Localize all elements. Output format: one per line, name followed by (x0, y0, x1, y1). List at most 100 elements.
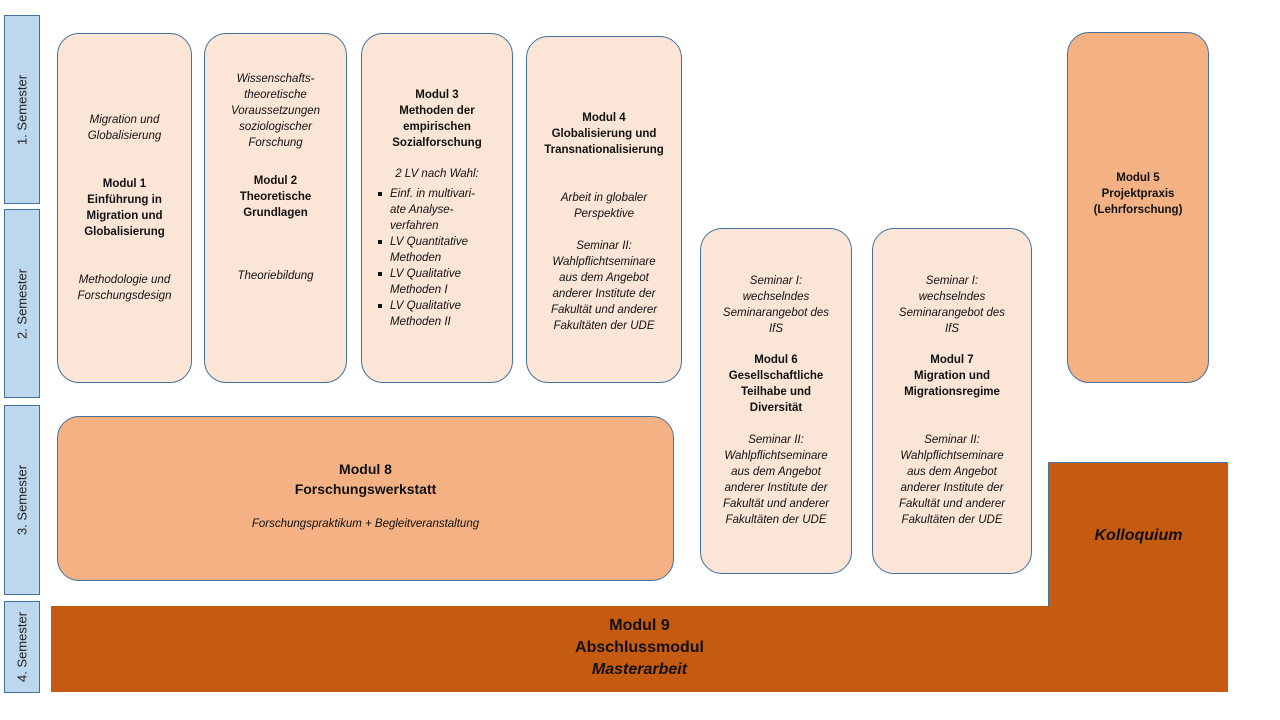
text-line: Grundlagen (243, 207, 308, 219)
text-line: Arbeit in globaler (560, 192, 648, 204)
text-line: Fakultäten der UDE (901, 514, 1003, 526)
text-line: Migrationsregime (904, 386, 1000, 398)
text-line: Migration und (913, 370, 990, 382)
text-line: Methodologie und (78, 274, 171, 286)
text-line: Methoden der (399, 105, 475, 117)
modul-8-title: Modul 8 Forschungswerkstatt (58, 459, 673, 499)
text-line: Seminar II: (576, 240, 632, 252)
text-line: Wissenschafts- (236, 73, 315, 85)
semester-3-label: 3. Semester (4, 405, 40, 595)
modul-3-course-list: Einf. in multivari- ate Analyse- verfahr… (362, 186, 512, 330)
text-line: Voraussetzungen (230, 105, 321, 117)
semester-label-text: 3. Semester (14, 464, 30, 536)
text-line: Globalisierung (84, 226, 165, 238)
text-line: Einführung in (87, 194, 162, 206)
text-line: Fakultät und anderer (550, 304, 658, 316)
text-line: Seminar I: (925, 275, 979, 287)
semester-4-label: 4. Semester (4, 601, 40, 693)
text-line: Modul 8 (339, 461, 392, 477)
text-line: Fakultät und anderer (898, 498, 1006, 510)
text-line: Theoriebildung (237, 270, 314, 282)
list-item: LV Qualitative Methoden II (378, 298, 512, 330)
semester-label-text: 2. Semester (14, 268, 30, 339)
text-line: Seminar I: (749, 275, 803, 287)
modul-8-box: Modul 8 Forschungswerkstatt Forschungspra… (57, 416, 674, 581)
text-line: soziologischer (239, 121, 312, 133)
text-line: anderer Institute der (724, 482, 828, 494)
text-line: Perspektive (573, 208, 635, 220)
text-line: Modul 3 (415, 89, 459, 101)
text-line: Forschungsdesign (77, 290, 172, 302)
modul-9-box: Modul 9 Abschlussmodul Masterarbeit (51, 606, 1228, 692)
semester-1-label: 1. Semester (4, 15, 40, 204)
text-line: Forschung (248, 137, 303, 149)
text-line: IfS (768, 323, 784, 335)
text-line: Modul 4 (582, 112, 626, 124)
text-line: Transnationalisierung (544, 144, 664, 156)
modul-9-title: Modul 9 (609, 617, 670, 634)
modul-9-subtitle: Abschlussmodul (575, 639, 704, 656)
kolloquium-label: Kolloquium (1094, 527, 1183, 544)
text-line: Modul 5 (1116, 172, 1160, 184)
list-item: LV Quantitative Methoden (378, 234, 512, 266)
text-line: Seminar II: (924, 434, 980, 446)
text-line: Fakultät und anderer (722, 498, 830, 510)
text-line: anderer Institute der (552, 288, 656, 300)
text-line: Modul 6 (754, 354, 798, 366)
text-line: Theoretische (239, 191, 312, 203)
text-line: Forschungswerkstatt (294, 481, 437, 497)
semester-2-label: 2. Semester (4, 209, 40, 398)
text-line: Wahlpflichtseminare (724, 450, 828, 462)
text-line: aus dem Angebot (559, 272, 649, 284)
text-line: Forschungspraktikum + Begleitveranstaltu… (251, 518, 480, 530)
text-line: theoretische (244, 89, 307, 101)
text-line: Gesellschaftliche (728, 370, 824, 382)
text-line: Wahlpflichtseminare (900, 450, 1004, 462)
text-line: Teilhabe und (740, 386, 812, 398)
text-line: anderer Institute der (900, 482, 1004, 494)
modul-8-subtitle: Forschungspraktikum + Begleitveranstaltu… (58, 516, 673, 532)
text-line: Migration und (86, 210, 163, 222)
text-line: Modul 7 (930, 354, 974, 366)
text-line: Seminarangebot des (722, 307, 830, 319)
modul-6-seminar-2: Seminar II: Wahlpflichtseminare aus dem An… (701, 432, 851, 528)
kolloquium-box: Kolloquium (1048, 462, 1228, 608)
list-item: LV Qualitative Methoden I (378, 266, 512, 298)
text-line: Migration und (89, 114, 160, 126)
text-line: Globalisierung (87, 130, 162, 142)
text-line: Fakultäten der UDE (553, 320, 655, 332)
text-line: wechselndes (918, 291, 986, 303)
list-item: Einf. in multivari- ate Analyse- verfahr… (378, 186, 512, 234)
text-line: Seminar II: (748, 434, 804, 446)
modul-3-intro: 2 LV nach Wahl: (395, 168, 479, 180)
text-line: Wahlpflichtseminare (552, 256, 656, 268)
text-line: aus dem Angebot (731, 466, 821, 478)
text-line: Globalisierung und (551, 128, 657, 140)
modul-9-thesis: Masterarbeit (591, 661, 688, 678)
semester-label-text: 1. Semester (14, 74, 30, 145)
text-line: (Lehrforschung) (1093, 204, 1183, 216)
text-line: empirischen (403, 121, 471, 133)
text-line: Modul 2 (253, 175, 298, 187)
modul-2-topic-2: Theoriebildung (205, 268, 346, 284)
text-line: Diversität (749, 402, 803, 414)
